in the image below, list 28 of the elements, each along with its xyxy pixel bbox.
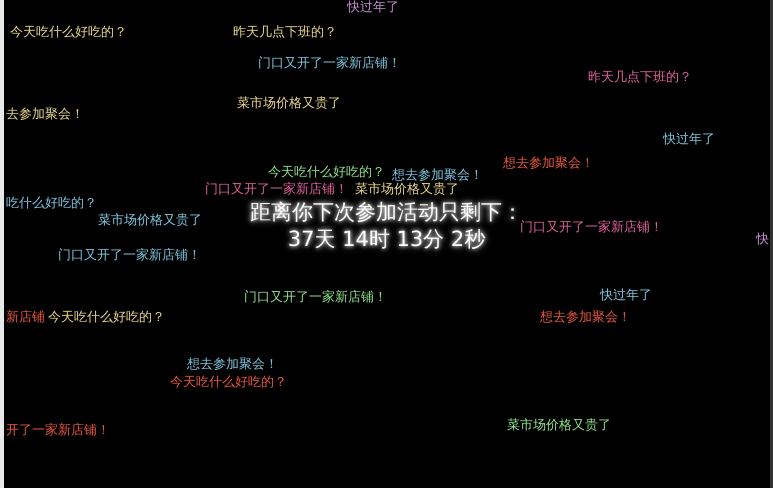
bullet-comment: 门口又开了一家新店铺！: [520, 220, 663, 236]
bullet-comment: 菜市场价格又贵了: [237, 96, 341, 112]
bullet-comment: 吃什么好吃的？: [6, 196, 97, 212]
bullet-comment: 今天吃什么好吃的？: [268, 165, 385, 181]
countdown-time: 37天 14时 13分 2秒: [288, 227, 486, 251]
bullet-comment: 快: [756, 232, 769, 248]
bullet-comment: 门口又开了一家新店铺！: [205, 182, 348, 198]
bullet-comment: 想去参加聚会！: [392, 168, 483, 183]
bullet-comment: 门口又开了一家新店铺！: [58, 248, 201, 264]
bullet-comment: 今天吃什么好吃的？: [10, 25, 127, 41]
bullet-comment: 今天吃什么好吃的？: [170, 375, 287, 391]
bullet-comment: 今天吃什么好吃的？: [48, 310, 165, 326]
bullet-comment: 门口又开了一家新店铺！: [244, 290, 387, 306]
bullet-comment: 想去参加聚会！: [503, 156, 594, 172]
bullet-comment: 菜市场价格又贵了: [355, 182, 459, 198]
bullet-comment: 快过年了: [663, 132, 715, 148]
bullet-comment: 快过年了: [600, 288, 652, 304]
bullet-comment: 快过年了: [347, 0, 399, 16]
bullet-comment: 门口又开了一家新店铺！: [258, 56, 401, 72]
bullet-comment: 去参加聚会！: [6, 107, 84, 123]
bullet-comment: 菜市场价格又贵了: [507, 418, 611, 434]
bullet-comment: 开了一家新店铺！: [6, 423, 110, 439]
bullet-comment: 昨天几点下班的？: [233, 25, 337, 41]
bullet-comment: 新店铺: [6, 310, 45, 326]
bullet-comment: 想去参加聚会！: [540, 310, 631, 326]
bullet-comment: 想去参加聚会！: [187, 357, 278, 373]
bullet-comment: 菜市场价格又贵了: [98, 213, 202, 229]
bullet-comment: 昨天几点下班的？: [588, 70, 692, 86]
